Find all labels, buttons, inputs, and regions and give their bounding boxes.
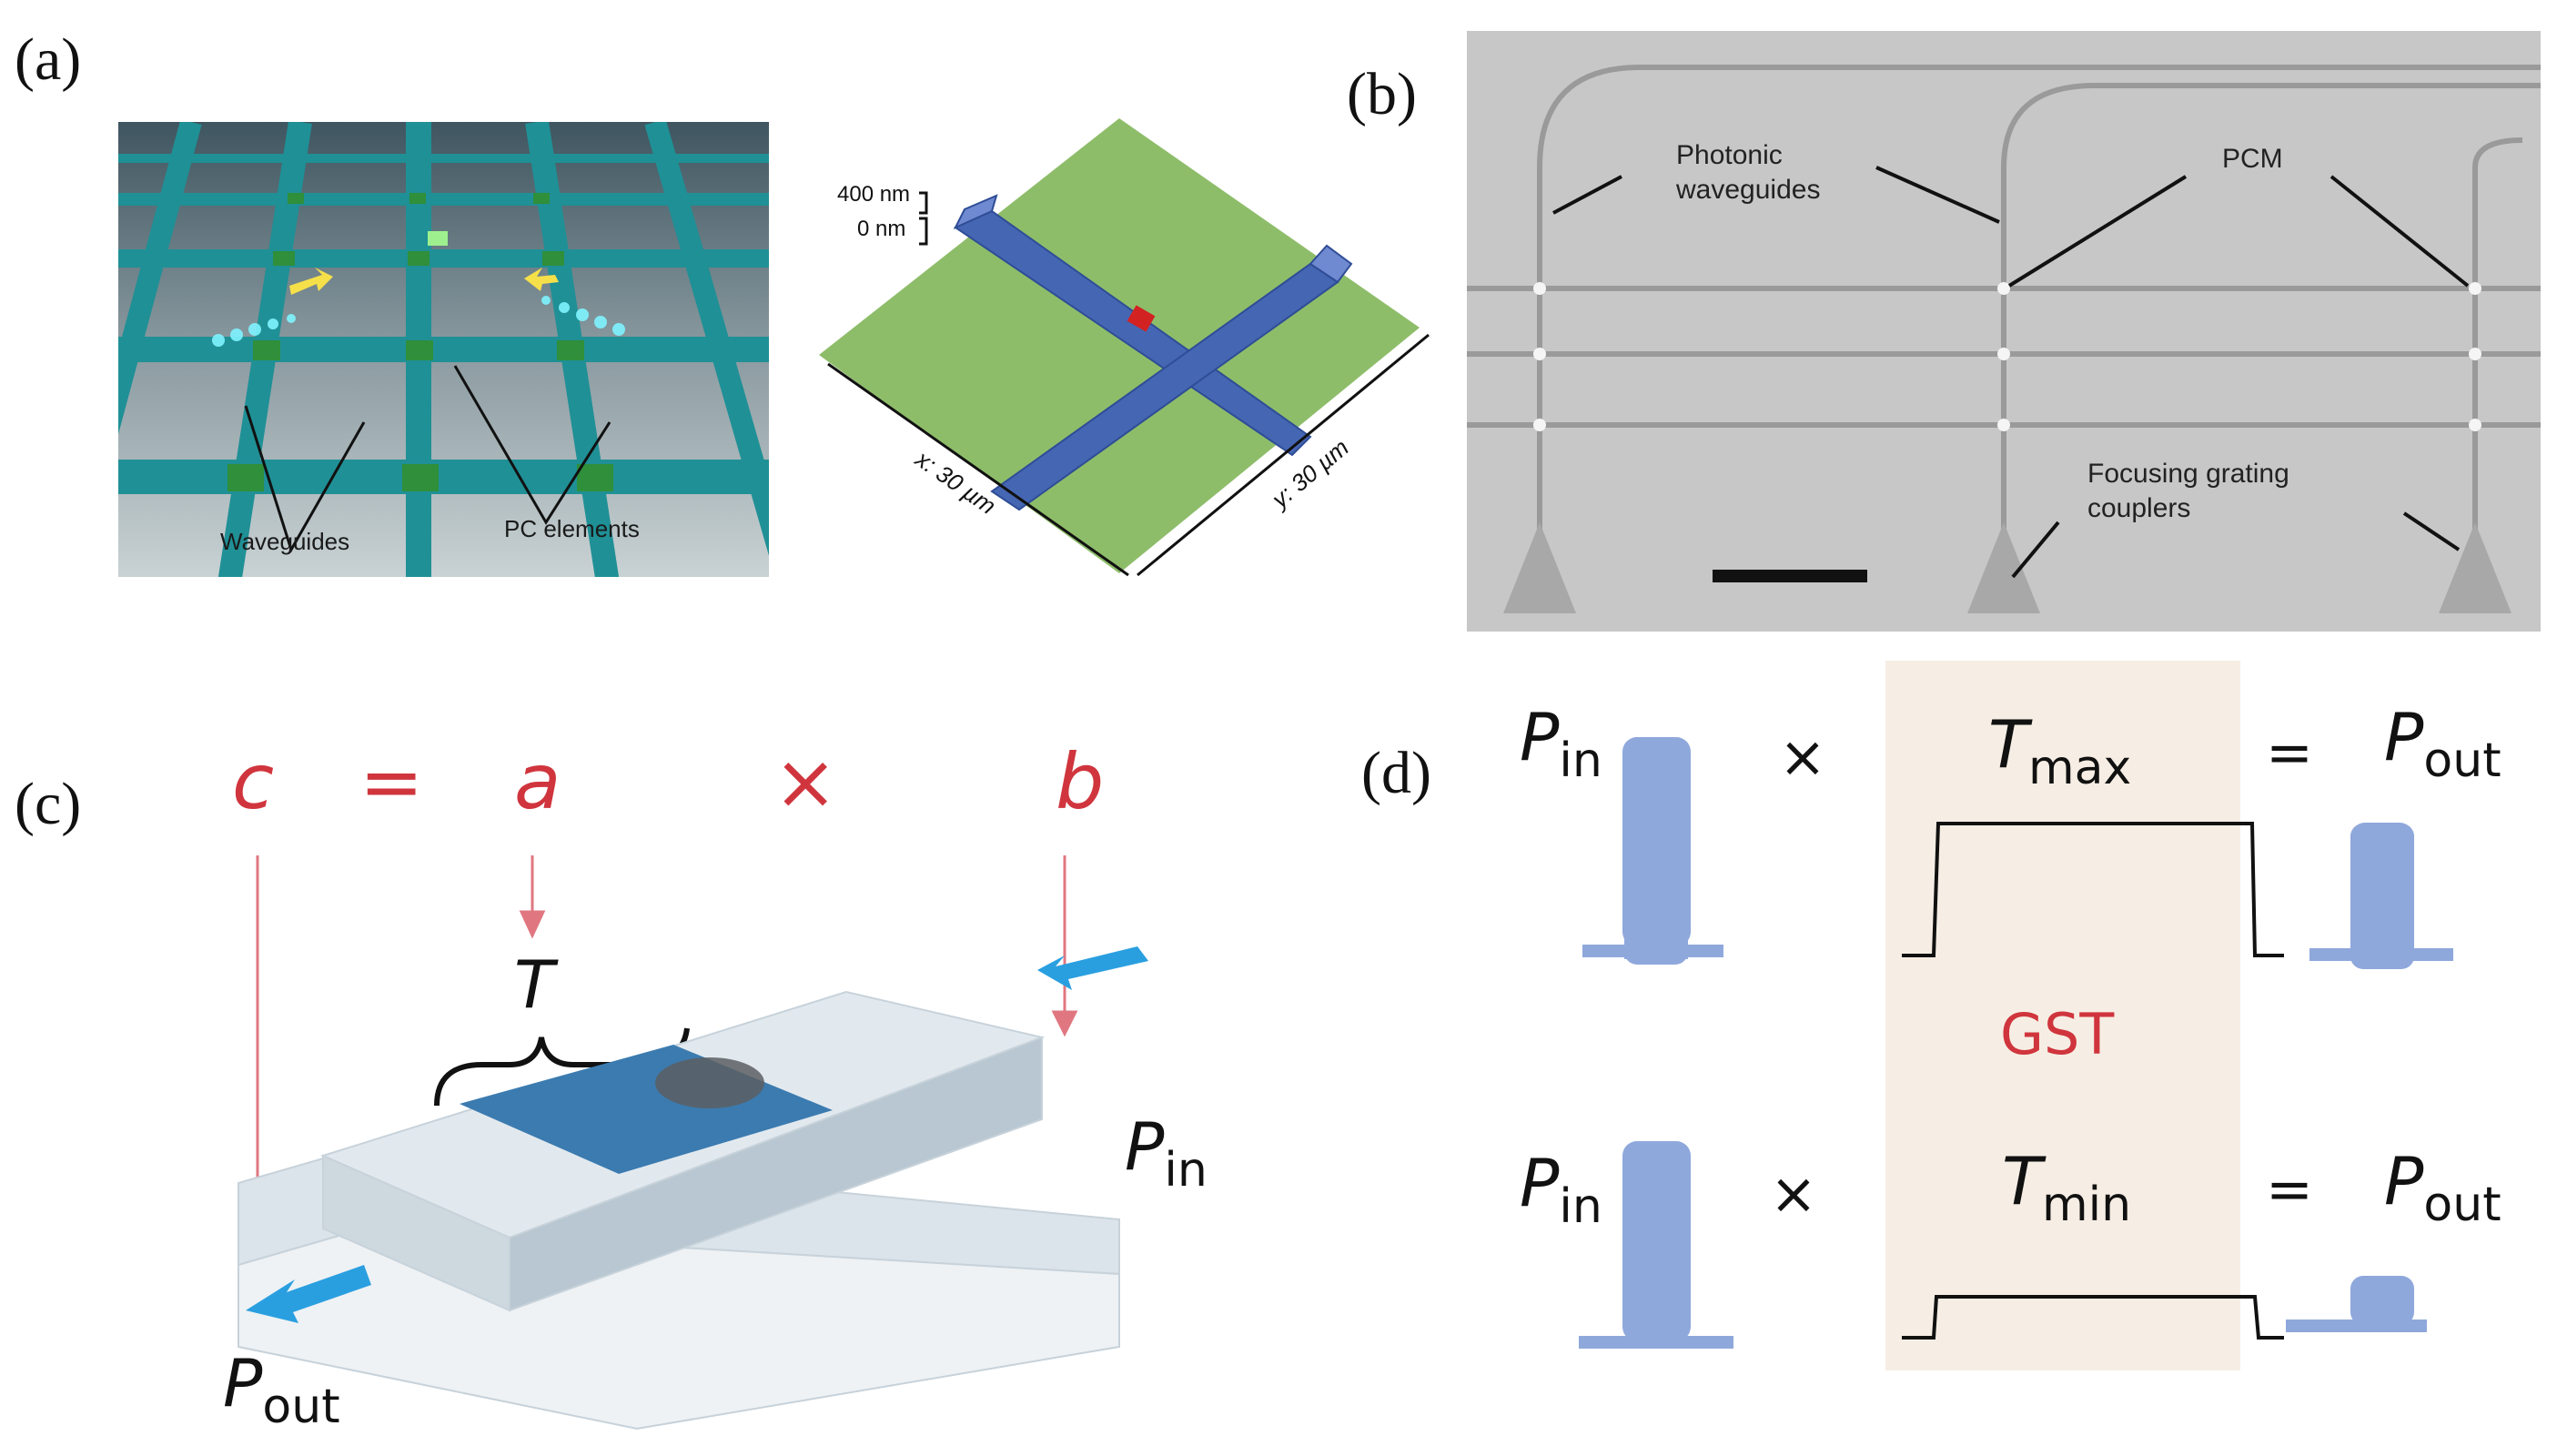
- equation-c: c: [232, 737, 275, 826]
- afm-z-top: 400 nm: [837, 182, 911, 207]
- grating-couplers: [1503, 522, 2512, 613]
- panel-a-render: Waveguides PC elements: [118, 122, 769, 577]
- equals-row1: =: [2266, 719, 2313, 785]
- panel-b-micrograph: Photonic waveguides PCM Focusing grating…: [1467, 31, 2541, 632]
- waveguides-label: Waveguides: [220, 528, 350, 555]
- device-schematic: [238, 855, 1148, 1431]
- pout-label-c: Pout: [223, 1345, 340, 1435]
- panel-c-label: (c): [15, 771, 82, 837]
- tmin-label: Tmin: [2002, 1143, 2132, 1233]
- equals-row2: =: [2266, 1156, 2313, 1222]
- pulse-diagram: [1579, 737, 2453, 1349]
- times-row1: ×: [1779, 723, 1826, 790]
- panel-a-afm: 400 nm 0 nm x: 30 µm y: 30 µm: [801, 109, 1438, 582]
- gst-label: GST: [2000, 1001, 2115, 1067]
- pin-label-row1: Pin: [1520, 699, 1602, 789]
- focusing-grating-couplers-label: Focusing grating couplers: [2087, 459, 2289, 523]
- pcm-label: PCM: [2222, 144, 2283, 174]
- gst-background: [1885, 661, 2240, 1370]
- times-row2: ×: [1770, 1160, 1817, 1227]
- panel-d-label: (d): [1361, 740, 1431, 806]
- waveguide-mesh-illustration: [118, 122, 769, 577]
- equation-times: ×: [773, 737, 838, 826]
- tmax-label: Tmax: [1988, 706, 2132, 796]
- scale-bar: [1713, 570, 1867, 582]
- equation-b: b: [1056, 737, 1105, 826]
- pin-label-c: Pin: [1125, 1108, 1208, 1198]
- afm-z-bottom: 0 nm: [857, 217, 906, 241]
- pout-label-row2: Pout: [2384, 1143, 2501, 1233]
- photonic-waveguides-label: Photonic waveguides: [1676, 140, 1821, 205]
- afm-substrate: [819, 118, 1420, 573]
- afm-cross-surface: [819, 118, 1430, 577]
- equation-equals: =: [359, 737, 424, 826]
- t-label: T: [514, 946, 554, 1023]
- equation-a: a: [514, 737, 561, 826]
- panel-b-label: (b): [1347, 61, 1417, 127]
- light-arrows: [246, 946, 1148, 1323]
- micrograph-waveguides: [1467, 65, 2541, 613]
- transmission-curves: [1902, 822, 2284, 1340]
- pcm-cell: [1127, 305, 1156, 332]
- pin-label-row2: Pin: [1520, 1145, 1602, 1235]
- pc-elements-label: PC elements: [504, 515, 640, 542]
- pulse-bars: [1622, 737, 2414, 1341]
- pout-label-row1: Pout: [2384, 699, 2501, 789]
- panel-a-label: (a): [15, 26, 82, 93]
